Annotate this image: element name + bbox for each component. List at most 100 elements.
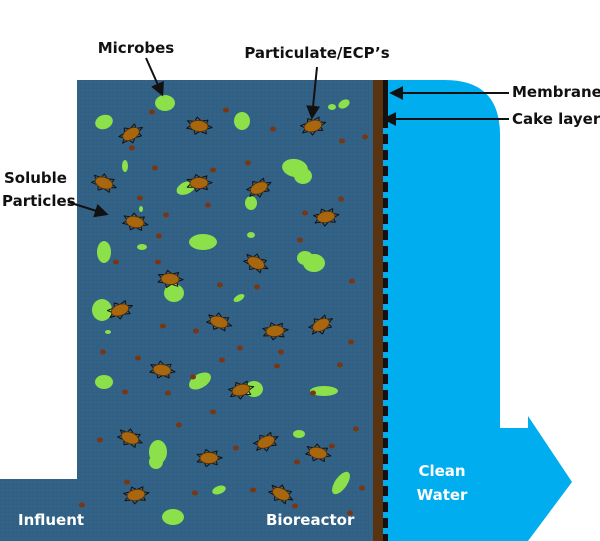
soluble-particle bbox=[129, 145, 135, 151]
microbe bbox=[164, 284, 184, 302]
soluble-particle bbox=[156, 233, 162, 239]
soluble-particle bbox=[337, 362, 343, 368]
particulate-floc bbox=[91, 173, 117, 193]
soluble-particle bbox=[278, 349, 284, 355]
soluble-particle bbox=[97, 437, 103, 443]
soluble-particle bbox=[160, 323, 166, 329]
membrane-pore bbox=[383, 352, 388, 358]
membrane-pore bbox=[383, 224, 388, 230]
microbe bbox=[139, 206, 143, 212]
soluble-particle bbox=[348, 339, 354, 345]
soluble-particle bbox=[210, 409, 216, 415]
membrane-pore bbox=[383, 432, 388, 438]
membrane-pore bbox=[383, 272, 388, 278]
soluble-label-line1: Soluble bbox=[4, 169, 67, 187]
soluble-particle bbox=[100, 349, 106, 355]
microbe bbox=[332, 471, 350, 495]
microbes-label: Microbes bbox=[98, 39, 175, 57]
soluble-label-line2: Particles bbox=[2, 192, 76, 210]
soluble-particle bbox=[135, 355, 141, 361]
soluble-particle bbox=[245, 160, 251, 166]
soluble-particle bbox=[79, 502, 85, 508]
microbe bbox=[137, 244, 147, 250]
particulate-group bbox=[91, 116, 340, 505]
particulate-floc bbox=[196, 448, 223, 468]
soluble-particle bbox=[292, 503, 298, 509]
soluble-particle bbox=[329, 443, 335, 449]
particulate-floc bbox=[308, 314, 334, 335]
membrane-pores bbox=[383, 128, 388, 534]
microbe bbox=[189, 234, 217, 250]
soluble-particle bbox=[217, 282, 223, 288]
particulate-floc bbox=[305, 443, 332, 463]
soluble-particle bbox=[302, 210, 308, 216]
bioreactor-tank bbox=[0, 80, 373, 541]
membrane-pore bbox=[383, 512, 388, 518]
particulate-floc bbox=[206, 312, 233, 332]
clean-water-label-line2: Water bbox=[417, 486, 468, 504]
membrane-pore bbox=[383, 256, 388, 262]
membrane-pore bbox=[383, 208, 388, 214]
microbe bbox=[95, 375, 113, 389]
membrane-pore bbox=[383, 320, 388, 326]
membrane-pore bbox=[383, 192, 388, 198]
membrane bbox=[373, 80, 388, 541]
membrane-pore bbox=[383, 240, 388, 246]
microbe bbox=[338, 99, 350, 109]
soluble-particle bbox=[190, 374, 196, 380]
particulate-floc bbox=[107, 300, 133, 320]
microbe bbox=[247, 232, 255, 238]
soluble-particle bbox=[349, 278, 355, 284]
microbe bbox=[97, 241, 111, 263]
microbe bbox=[328, 104, 336, 110]
soluble-particle bbox=[165, 390, 171, 396]
soluble-particle bbox=[113, 259, 119, 265]
soluble-particle bbox=[163, 212, 169, 218]
microbe bbox=[92, 299, 112, 321]
particulate-floc bbox=[268, 484, 294, 505]
microbe bbox=[105, 330, 111, 334]
soluble-particle bbox=[137, 195, 143, 201]
cake-layer-label: Cake layer bbox=[512, 110, 600, 128]
microbe bbox=[95, 114, 113, 130]
particulate-floc bbox=[246, 177, 272, 198]
soluble-particle bbox=[359, 485, 365, 491]
particulate-floc bbox=[243, 253, 269, 274]
microbe bbox=[212, 485, 226, 495]
particulate-floc bbox=[122, 212, 149, 231]
microbe bbox=[297, 251, 313, 265]
soluble-particle bbox=[254, 284, 260, 290]
bioreactor-label: Bioreactor bbox=[266, 511, 355, 529]
microbe bbox=[149, 455, 163, 469]
soluble-particle bbox=[294, 459, 300, 465]
microbe bbox=[162, 509, 184, 525]
particulate-floc bbox=[118, 123, 143, 144]
soluble-particle bbox=[223, 107, 229, 113]
soluble-particle bbox=[122, 389, 128, 395]
particulate-floc bbox=[157, 269, 184, 288]
particulate-floc bbox=[262, 322, 289, 341]
membrane-label: Membrane bbox=[512, 83, 600, 101]
particulate-floc bbox=[228, 380, 255, 400]
particulate-floc bbox=[117, 428, 143, 448]
soluble-particle bbox=[124, 479, 130, 485]
soluble-particle bbox=[233, 445, 239, 451]
soluble-particle bbox=[193, 328, 199, 334]
soluble-particle bbox=[339, 138, 345, 144]
membrane-pore bbox=[383, 400, 388, 406]
soluble-particle bbox=[250, 487, 256, 493]
soluble-particle bbox=[219, 357, 225, 363]
microbe bbox=[294, 168, 312, 184]
soluble-particle bbox=[155, 259, 161, 265]
soluble-particle bbox=[176, 422, 182, 428]
particulate-floc bbox=[253, 431, 279, 452]
soluble-particles-group bbox=[79, 107, 368, 516]
soluble-particle bbox=[310, 390, 316, 396]
microbe bbox=[155, 95, 175, 111]
particulate-label: Particulate/ECP’s bbox=[244, 44, 389, 62]
soluble-particle bbox=[353, 426, 359, 432]
soluble-particle bbox=[210, 167, 216, 173]
membrane-pore bbox=[383, 176, 388, 182]
soluble-particle bbox=[192, 490, 198, 496]
